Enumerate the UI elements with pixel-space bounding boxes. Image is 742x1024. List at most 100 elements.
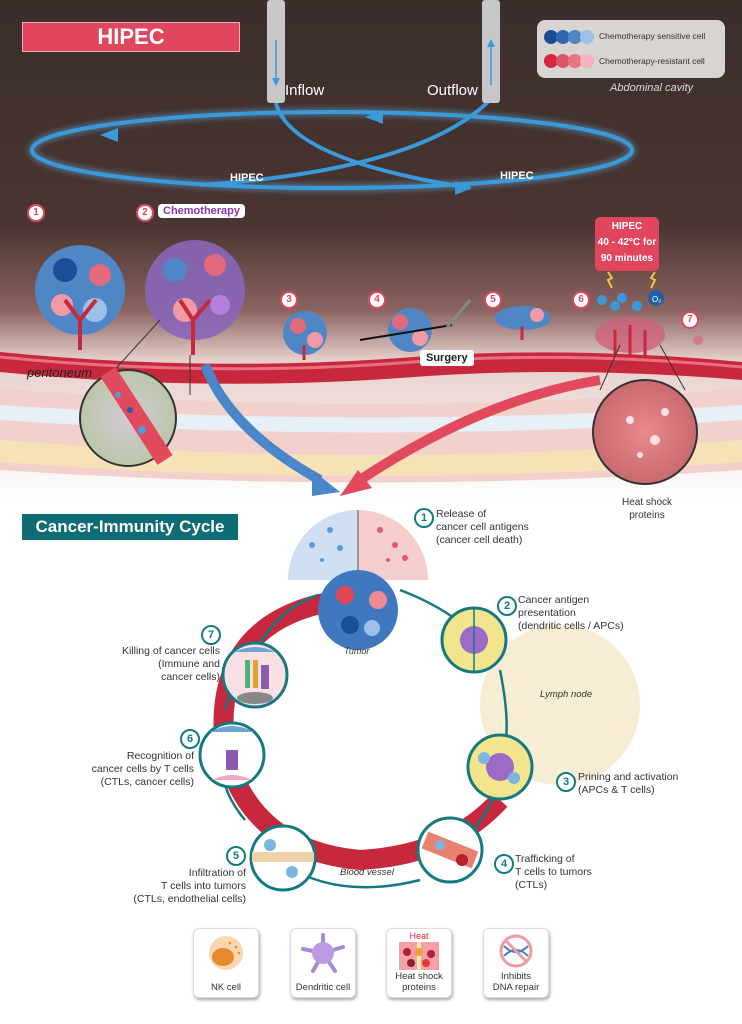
card-caption-line: Dendritic cell [295,982,351,993]
heat-shock-line: proteins [629,510,665,521]
legend-card-dna-repair: Inhibits DNA repair [483,928,549,998]
dna-repair-icon [499,934,533,968]
antigen-fan-blue [288,510,358,580]
step-line: Cancer antigen [518,594,590,606]
tumor-stage-5 [495,306,551,340]
step-line: Infiltration of [188,867,246,879]
surgery-tag: Surgery [420,350,474,366]
stage-number: 3 [280,291,298,309]
step-7-circle [221,641,289,709]
svg-text:O₂: O₂ [652,295,661,304]
legend-card-nk-cell: NK cell [193,928,259,998]
step-line: Recognition of [126,750,194,762]
step-line: (dendritic cells / APCs) [518,620,624,632]
step-line: T cells to tumors [515,866,592,878]
chemotherapy-tag: Chemotherapy [158,204,246,218]
step-number: 2 [497,596,517,616]
lymph-node-label: Lymph node [540,689,593,700]
oxygen-icon [648,290,664,306]
heat-shock-icon [399,942,439,970]
chemo-to-cycle-arrow [200,363,323,485]
tumor-stage-3 [283,311,327,360]
heat-shock-line: Heat shock [621,497,673,508]
card-caption-line: DNA repair [492,982,540,993]
flow-arrow-icon [100,128,118,142]
step-1-label: Release of cancer cell antigens (cancer … [436,508,529,547]
card-caption: NK cell [194,982,258,993]
cell-legend: Chemotherapy sensitive cell Chemotherapy… [537,20,725,78]
scalpel-icon [445,299,472,328]
step-line: Killing of cancer cells [121,645,220,657]
step-line: Prining and activation [578,771,679,783]
flow-arrow-icon [455,181,472,195]
step-line: T cells into tumors [161,880,246,892]
heat-label: Heat [409,931,429,941]
down-arrow-icon [272,78,280,86]
step-line: (APCs & T cells) [578,784,655,796]
abdominal-cavity-label: Abdominal cavity [610,82,694,94]
legend-resistant-label: Chemotherapy-resistant cell [599,56,705,66]
step-4-label: Trafficking of T cells to tumors (CTLs) [515,853,592,892]
heat-bolt-icon [649,271,657,289]
step-line: cancer cells) [161,671,220,683]
hipec-box-line: 40 - 42°C for [597,237,657,248]
step-number: 3 [556,772,576,792]
hipec-flow-loop [27,98,637,195]
card-caption-line: Inhibits [500,971,532,982]
stage-number: 1 [27,204,45,222]
flow-arrow-icon [365,110,383,124]
step-line: cancer cell antigens [436,521,529,533]
legend-card-dendritic-cell: Dendritic cell [290,928,356,998]
step-line: (Immune and [158,658,220,670]
tumor-stage-6: O₂ [595,271,665,355]
step-line: Release of [436,508,487,520]
hipec-conditions-box: HIPEC 40 - 42°C for 90 minutes [595,217,659,271]
step-line: (cancer cell death) [436,534,523,546]
sensitive-cell-icon [544,30,558,44]
loop-label: HIPEC [500,170,534,182]
step-2-circle [440,606,508,674]
step-4-circle [416,816,484,884]
hipec-box-line: 90 minutes [600,253,654,264]
step-7-label: Killing of cancer cells (Immune and canc… [80,645,220,684]
card-caption: Heat shock proteins [387,971,451,993]
hipec-title: HIPEC [22,22,240,52]
tumor [318,570,398,650]
legend-cell-icons [544,30,594,68]
card-caption: Dendritic cell [291,982,355,993]
step-line: (CTLs, endothelial cells) [133,893,246,905]
fascia-layer [0,405,742,433]
hipec-to-cycle-arrow [357,375,601,485]
card-caption-line: proteins [402,982,436,993]
step-number: 7 [201,625,221,645]
step-number: 6 [180,729,200,749]
stage-number: 4 [368,291,386,309]
up-arrow-icon [487,39,495,47]
cancer-immunity-cycle-title: Cancer-Immunity Cycle [22,514,238,540]
peritoneum-vessel [0,352,742,384]
step-5-label: Infiltration of T cells into tumors (CTL… [100,867,246,906]
dendritic-cell-icon [301,933,345,973]
heat-bolt-icon [606,271,614,289]
peritoneum-label: peritoneum [27,365,93,380]
cancer-immunity-cycle-diagram [198,510,640,892]
hipec-box-line: HIPEC [611,221,643,232]
step-6-label: Recognition of cancer cells by T cells (… [50,750,194,789]
blood-vessel-label: Blood vessel [340,867,394,878]
step-2-label: Cancer antigen presentation (dendritic c… [518,594,624,633]
step-3-circle [466,733,534,801]
stage-number: 5 [484,291,502,309]
magnified-view-heat [592,344,698,485]
step-number: 5 [226,846,246,866]
card-caption-line: Heat shock [395,971,443,982]
step-line: Trafficking of [515,853,575,865]
stage-number: 2 [136,204,154,222]
tumor-stage-2 [145,240,245,355]
step-6-circle [198,721,266,789]
card-caption: Inhibits DNA repair [484,971,548,993]
tumor-stage-4 [359,299,472,352]
nk-cell-icon [209,936,243,970]
resistant-cell-icon [544,54,558,68]
step-line: (CTLs) [515,879,548,891]
step-3-label: Prining and activation (APCs & T cells) [578,771,678,797]
